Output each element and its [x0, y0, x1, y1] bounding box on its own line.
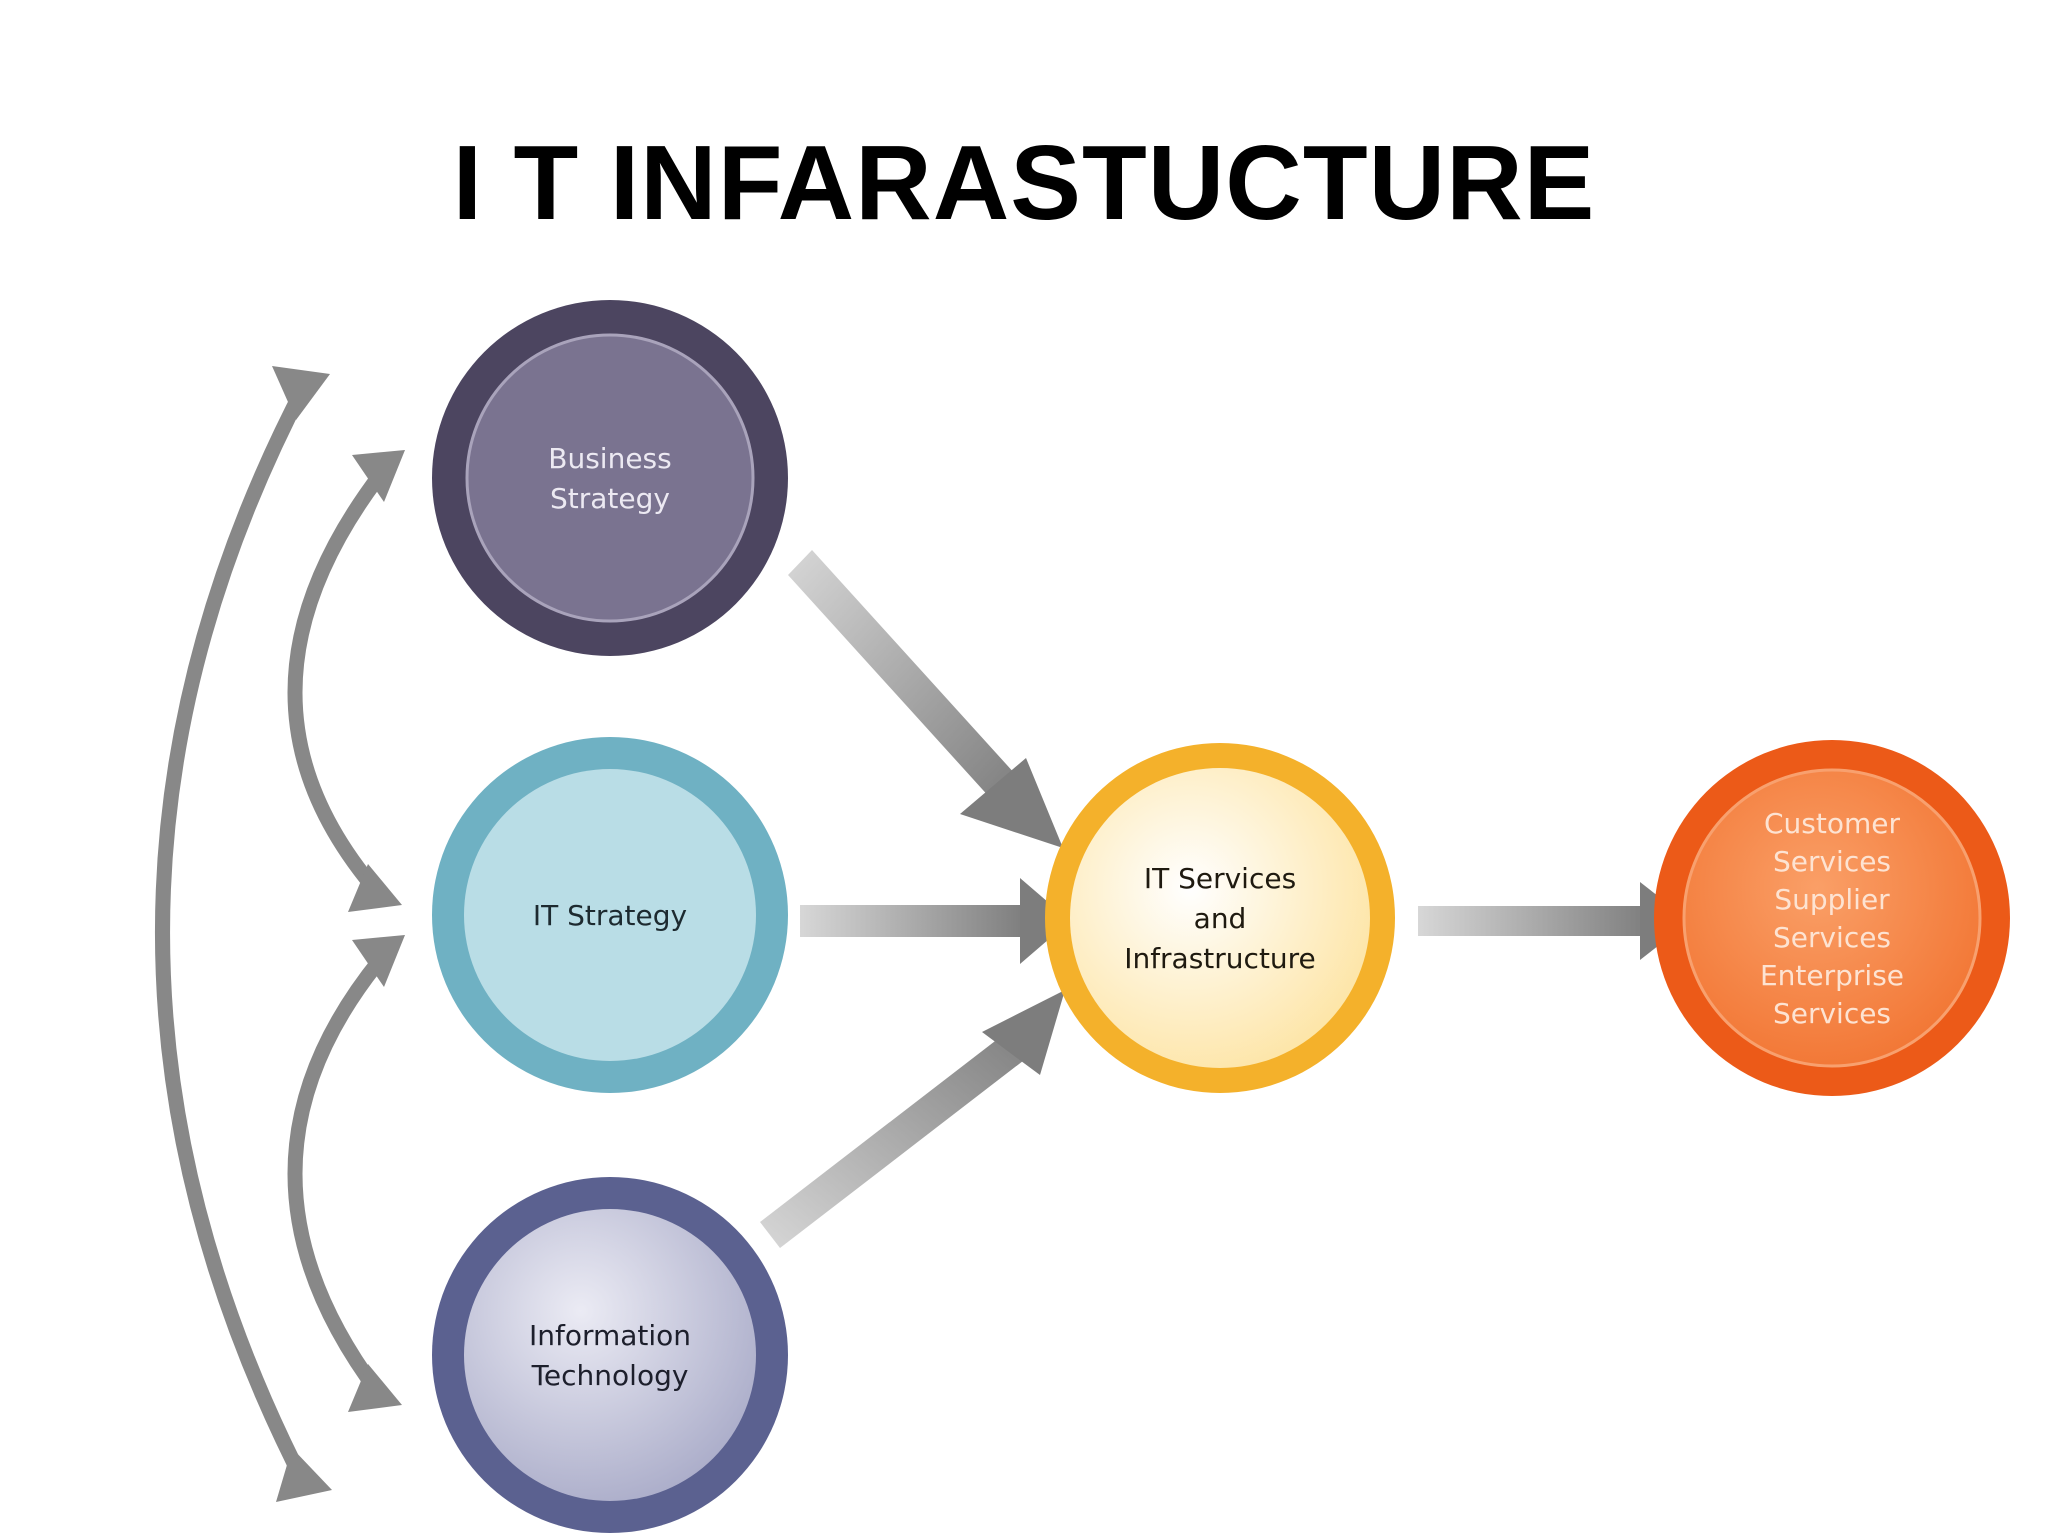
arrow-business-to-services	[788, 550, 1063, 848]
business-strategy-core	[465, 333, 755, 623]
node-label-line: IT Strategy	[533, 899, 687, 932]
node-label-line: Infrastructure	[1124, 942, 1316, 975]
outer-arc-top-arrowhead	[272, 366, 330, 420]
node-label-line: Customer	[1764, 807, 1900, 840]
lower-feedback-arc	[287, 955, 386, 1400]
arrow-itstrategy-to-services	[800, 878, 1070, 964]
upper-feedback-arc	[287, 470, 386, 900]
node-label-line: Technology	[531, 1359, 689, 1392]
feedback-arcs	[155, 366, 405, 1502]
outer-feedback-arc	[155, 381, 312, 1489]
information-technology-core	[464, 1209, 756, 1501]
arrow-technology-to-services	[760, 990, 1065, 1248]
node-label-line: Supplier	[1774, 883, 1890, 916]
slide-title: I T INFARASTUCTURE	[452, 124, 1596, 242]
node-label-line: Information	[529, 1319, 691, 1352]
node-label-line: Services	[1773, 997, 1891, 1030]
lower-arc-bottom-arrowhead	[348, 1364, 402, 1412]
node-label-line: IT Services	[1144, 862, 1296, 895]
node-label-line: Services	[1773, 921, 1891, 954]
node-label-line: Services	[1773, 845, 1891, 878]
node-label-line: Business	[548, 442, 671, 475]
node-label-line: Enterprise	[1760, 959, 1904, 992]
node-label-line: and	[1194, 902, 1247, 935]
upper-arc-top-arrowhead	[352, 450, 405, 502]
lower-arc-top-arrowhead	[352, 935, 405, 987]
outcomes-core	[1682, 768, 1982, 1068]
it-strategy-core	[464, 769, 756, 1061]
it-strategy-label: IT Strategy	[533, 899, 687, 932]
node-label-line: Strategy	[550, 482, 670, 515]
arrow-services-to-outcomes	[1418, 882, 1690, 960]
input-arrows	[760, 550, 1070, 1248]
outer-arc-bottom-arrowhead	[276, 1448, 332, 1502]
node-it-strategy: IT Strategy	[432, 737, 788, 1093]
it-services-core	[1070, 768, 1370, 1068]
upper-arc-bottom-arrowhead	[348, 864, 402, 912]
